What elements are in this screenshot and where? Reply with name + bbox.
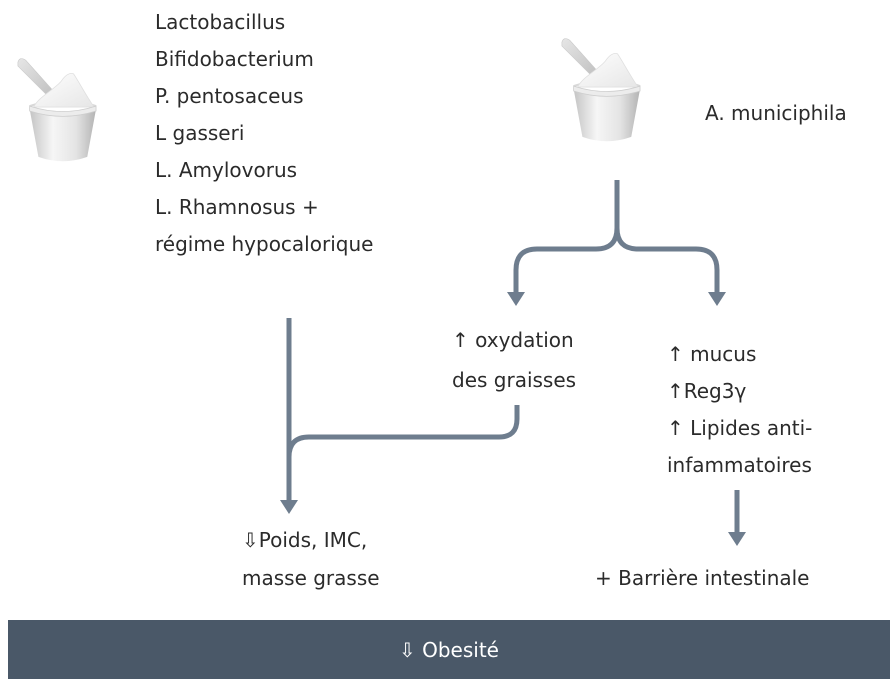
outcome-banner: ⇩ Obesité: [8, 620, 890, 679]
probiotic-strain: Bifidobacterium: [155, 47, 314, 71]
arrow-to-oxidation: [513, 227, 620, 293]
probiotic-strain: P. pentosaceus: [155, 84, 304, 108]
probiotic-strain: régime hypocalorique: [155, 232, 374, 256]
probiotic-strain: L. Rhamnosus +: [155, 195, 319, 219]
node-line: ↑ oxydation: [452, 328, 574, 352]
node-line: ↑Reg3γ: [667, 379, 747, 403]
node-line: ↑ Lipides anti-: [667, 416, 813, 440]
node-line: masse grasse: [242, 566, 380, 590]
node-line: ↑ mucus: [667, 342, 757, 366]
node-line: ⇩Poids, IMC,: [242, 528, 368, 552]
connector-oxidation-to-weight: [286, 405, 520, 458]
probiotic-strain: L gasseri: [155, 121, 245, 145]
arrowhead: [728, 532, 746, 546]
akkermansia-label: A. municiphila: [705, 101, 847, 125]
arrowhead: [507, 292, 525, 306]
arrowhead: [708, 292, 726, 306]
probiotic-strain-list: Lactobacillus Bifidobacterium P. pentosa…: [155, 4, 373, 263]
node-line: des graisses: [452, 368, 577, 392]
fat-oxidation-node: ↑ oxydation des graisses: [452, 320, 576, 400]
arrowhead: [280, 500, 298, 514]
outcome-label: ⇩ Obesité: [399, 637, 499, 662]
probiotic-strain: L. Amylovorus: [155, 158, 298, 182]
arrow-to-mucus: [614, 227, 720, 293]
mucus-node: ↑ mucus ↑Reg3γ ↑ Lipides anti- infammato…: [667, 336, 812, 484]
probiotic-strain: Lactobacillus: [155, 10, 286, 34]
weight-node: ⇩Poids, IMC, masse grasse: [242, 521, 380, 597]
node-line: infammatoires: [667, 453, 812, 477]
intestinal-barrier-node: + Barrière intestinale: [595, 566, 810, 590]
